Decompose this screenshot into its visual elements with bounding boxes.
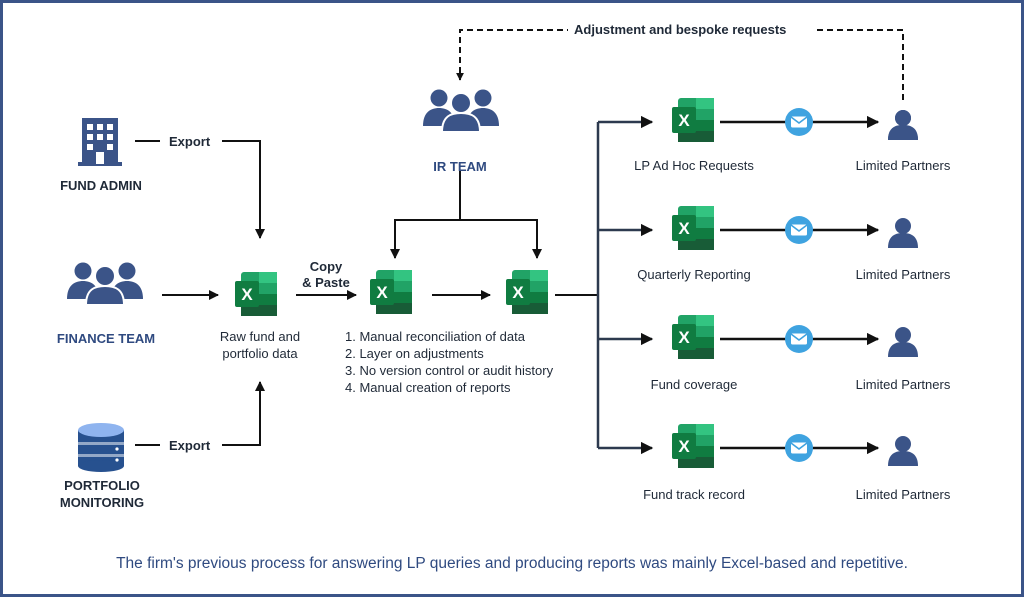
ir-arrow-left	[390, 170, 461, 259]
mail-icon	[784, 215, 814, 245]
recipient-label-4: Limited Partners	[855, 487, 951, 502]
ir-arrow-right	[460, 219, 542, 259]
step-item: 2. Layer on adjustments	[345, 346, 484, 361]
output-label-3: Fund coverage	[650, 377, 738, 392]
mail-icon	[784, 324, 814, 354]
raw-data-label-line1: Raw fund and	[219, 329, 301, 344]
person-icon	[888, 218, 918, 248]
excel-icon	[506, 270, 548, 314]
excel-icon	[672, 206, 714, 250]
export-arrow-portfolio	[135, 381, 265, 446]
excel-icon	[235, 272, 277, 316]
fund-admin-export-label: Export	[169, 134, 211, 149]
ir-team-label: IR TEAM	[433, 159, 487, 174]
fund-admin-label: FUND ADMIN	[60, 178, 142, 193]
recipient-label-2: Limited Partners	[855, 267, 951, 282]
recipient-label-1: Limited Partners	[855, 158, 951, 173]
excel-icon	[672, 424, 714, 468]
adjustment-requests-label: Adjustment and bespoke requests	[574, 22, 787, 37]
person-icon	[888, 327, 918, 357]
step-item: 1. Manual reconciliation of data	[345, 329, 525, 344]
portfolio-export-label: Export	[169, 438, 211, 453]
output-label-2: Quarterly Reporting	[637, 267, 751, 282]
output-row-1	[672, 98, 918, 142]
mail-icon	[784, 433, 814, 463]
manual-steps-list: 1. Manual reconciliation of data 2. Laye…	[345, 328, 553, 396]
dashed-feedback-line	[456, 29, 904, 100]
ir-team-people-icon	[422, 88, 500, 133]
person-icon	[888, 110, 918, 140]
excel-icon	[672, 98, 714, 142]
figure-caption: The firm's previous process for answerin…	[116, 555, 908, 572]
person-icon	[888, 436, 918, 466]
mail-icon	[784, 107, 814, 137]
output-label-4: Fund track record	[643, 487, 745, 502]
step-item: 3. No version control or audit history	[345, 363, 554, 378]
output-row-2	[672, 206, 918, 250]
paste-label: & Paste	[302, 275, 350, 290]
portfolio-label-line1: PORTFOLIO	[64, 478, 140, 493]
output-row-3	[672, 315, 918, 359]
export-arrow-fund-admin	[135, 140, 265, 239]
finance-team-label: FINANCE TEAM	[56, 331, 156, 346]
portfolio-label-line2: MONITORING	[59, 495, 145, 510]
finance-team-people-icon	[66, 261, 144, 306]
output-label-1: LP Ad Hoc Requests	[634, 158, 754, 173]
copy-label: Copy	[309, 259, 343, 274]
database-icon	[78, 423, 124, 472]
raw-data-label-line2: portfolio data	[222, 346, 298, 361]
output-row-4	[672, 424, 918, 468]
step-item: 4. Manual creation of reports	[345, 380, 511, 395]
excel-icon	[672, 315, 714, 359]
excel-icon	[370, 270, 412, 314]
building-icon	[78, 118, 122, 166]
recipient-label-3: Limited Partners	[855, 377, 951, 392]
